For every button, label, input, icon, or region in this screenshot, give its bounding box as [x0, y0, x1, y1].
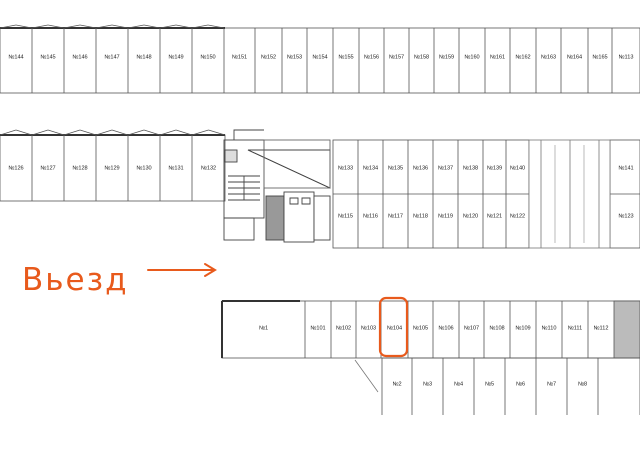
row-central — [332, 139, 640, 249]
spot-label: №101 — [310, 325, 325, 331]
spot-label: №138 — [463, 165, 478, 171]
spot-label: №117 — [388, 213, 403, 219]
spot-label: №158 — [414, 54, 429, 60]
row-lower-bay — [221, 300, 640, 359]
spot-label: №137 — [438, 165, 453, 171]
spot-label: №140 — [510, 165, 525, 171]
spot-label: №164 — [567, 54, 582, 60]
entrance-label: Вьезд — [22, 262, 129, 298]
spot-label: №4 — [454, 381, 463, 387]
spot-label: №3 — [423, 381, 432, 387]
spot-label: №162 — [515, 54, 530, 60]
spot-label: №110 — [542, 325, 557, 331]
spot-label: №120 — [463, 213, 478, 219]
spot-label: №1 — [259, 325, 268, 331]
spot-label: №128 — [72, 165, 87, 171]
spot-label: №104 — [387, 325, 402, 331]
spot-label: №141 — [618, 165, 633, 171]
row-mid-left — [0, 129, 226, 202]
row-mid-left-bay — [0, 134, 226, 202]
row-top — [0, 24, 640, 94]
spot-label: №146 — [72, 54, 87, 60]
spot-label: №150 — [200, 54, 215, 60]
spot-label: №160 — [464, 54, 479, 60]
spot-label: №126 — [8, 165, 23, 171]
spot-label: №2 — [392, 381, 401, 387]
spot-label: №134 — [363, 165, 378, 171]
spot-label: №131 — [168, 165, 183, 171]
spot-label: №123 — [618, 213, 633, 219]
highlight-spot-104 — [378, 296, 409, 358]
spot-label: №112 — [594, 325, 609, 331]
row-bottom — [354, 357, 640, 415]
spot-label: №159 — [439, 54, 454, 60]
spot-label: №127 — [40, 165, 55, 171]
spot-label: №145 — [40, 54, 55, 60]
spot-label: №115 — [338, 213, 353, 219]
spot-label: №8 — [578, 381, 587, 387]
spot-label: №121 — [487, 213, 502, 219]
spot-label: №105 — [413, 325, 428, 331]
spot-label: №151 — [232, 54, 247, 60]
spot-label: №155 — [338, 54, 353, 60]
spot-label: №119 — [438, 213, 453, 219]
stair-landing — [223, 217, 255, 241]
spot-label: №106 — [438, 325, 453, 331]
spot-label: №6 — [516, 381, 525, 387]
spot-label: №148 — [136, 54, 151, 60]
spot-label: №108 — [489, 325, 504, 331]
spot-label: №152 — [261, 54, 276, 60]
shaded-block — [613, 300, 640, 359]
spot-label: №165 — [592, 54, 607, 60]
spot-label: №157 — [389, 54, 404, 60]
technical-room — [265, 195, 285, 241]
spot-label: №161 — [490, 54, 505, 60]
spot-label: №116 — [363, 213, 378, 219]
spot-label: №144 — [8, 54, 23, 60]
spot-label: №118 — [413, 213, 428, 219]
spot-label: №135 — [388, 165, 403, 171]
ramp-lanes — [528, 139, 611, 249]
spot-label: №136 — [413, 165, 428, 171]
spot-label: №109 — [515, 325, 530, 331]
spot-label: №154 — [312, 54, 327, 60]
spot-label: №5 — [485, 381, 494, 387]
spot-label: №113 — [619, 54, 634, 60]
spot-label: №163 — [541, 54, 556, 60]
spot-label: №122 — [510, 213, 525, 219]
stair-core — [223, 129, 331, 243]
row-top-bay — [0, 27, 640, 94]
spot-labels: №144 №145 №146 №147 №148 №149 №150 №151 №152 №153… — [8, 54, 633, 387]
spot-label: №153 — [287, 54, 302, 60]
spot-label: №149 — [168, 54, 183, 60]
spot-label: №107 — [464, 325, 479, 331]
spot-label: №129 — [104, 165, 119, 171]
spot-label: №7 — [547, 381, 556, 387]
spot-label: №130 — [136, 165, 151, 171]
spot-label: №132 — [201, 165, 216, 171]
row-lower — [221, 300, 640, 359]
spot-label: №103 — [361, 325, 376, 331]
entrance-arrow — [147, 263, 217, 277]
spot-label: №133 — [338, 165, 353, 171]
spot-label: №156 — [364, 54, 379, 60]
utility-room — [283, 191, 315, 243]
spot-label: №102 — [336, 325, 351, 331]
spot-label: №147 — [104, 54, 119, 60]
spot-label: №111 — [568, 325, 583, 331]
spot-label: №139 — [487, 165, 502, 171]
lift-box — [224, 149, 238, 163]
